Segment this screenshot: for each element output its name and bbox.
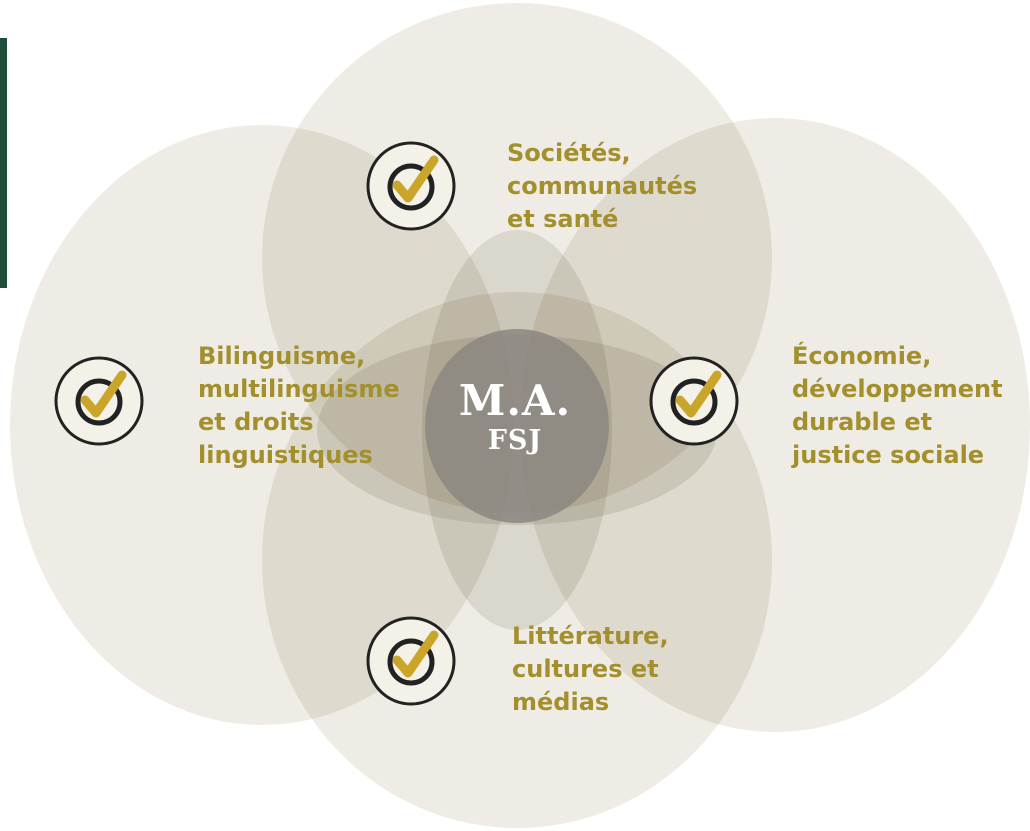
check-badge-right <box>648 355 740 447</box>
check-badge-top <box>365 140 457 232</box>
theme-label-top: Sociétés, communautés et santé <box>507 139 698 233</box>
center-title: M.A. <box>458 376 572 425</box>
check-circle-icon <box>366 616 456 706</box>
green-accent-bar <box>0 38 7 288</box>
check-badge-bottom <box>365 615 457 707</box>
center-subtitle: FSJ <box>487 425 543 456</box>
center-hub <box>425 329 609 523</box>
check-badge-left <box>53 355 145 447</box>
check-circle-icon <box>366 141 456 231</box>
center-label: M.A. FSJ <box>425 378 605 458</box>
theme-label-bottom: Littérature, cultures et médias <box>512 622 669 716</box>
check-circle-icon <box>649 356 739 446</box>
theme-label-left: Bilinguisme, multilinguisme et droits li… <box>198 342 400 469</box>
check-circle-icon <box>54 356 144 446</box>
theme-label-right: Économie, développement durable et justi… <box>792 342 1003 469</box>
